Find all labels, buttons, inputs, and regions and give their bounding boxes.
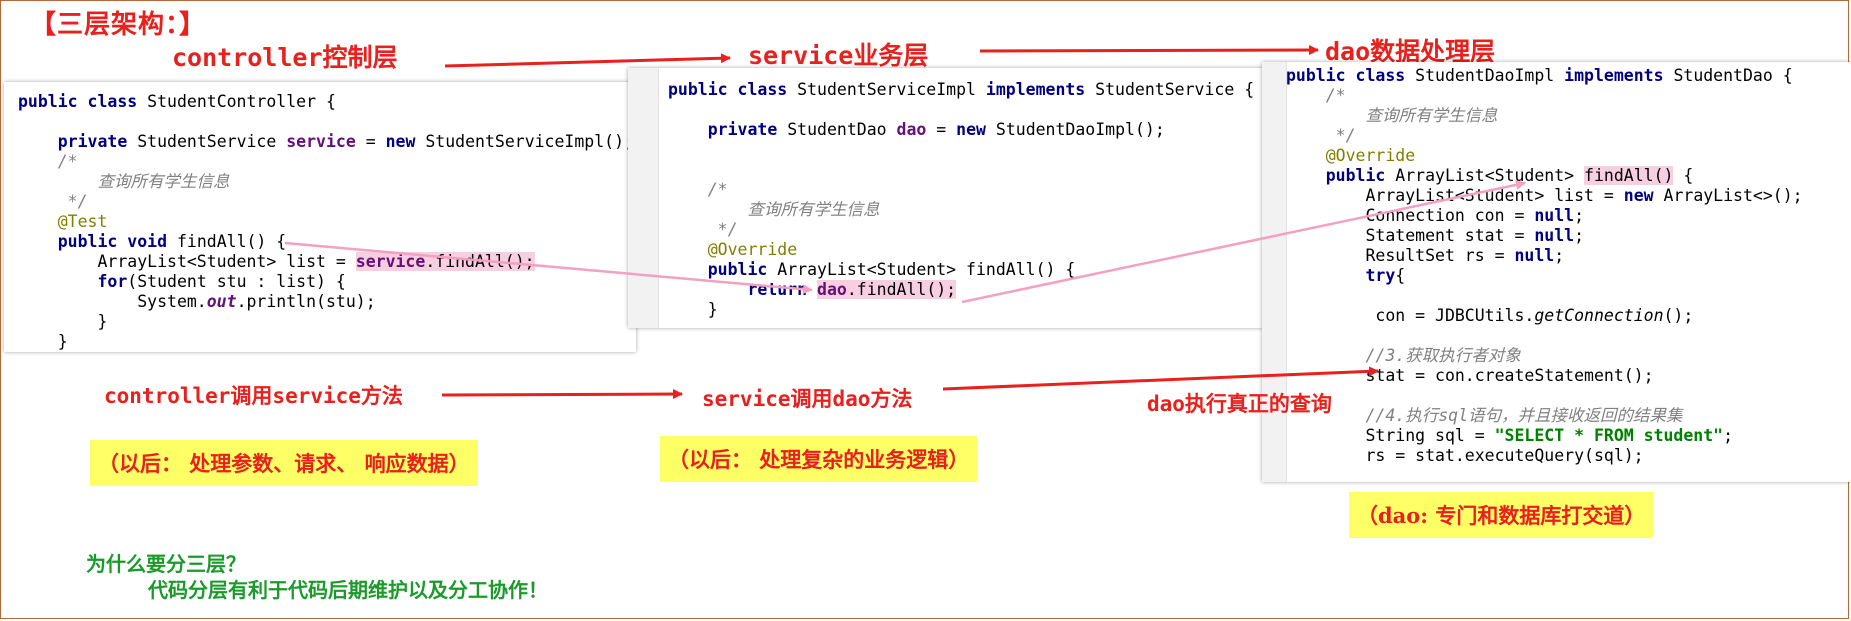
service-call-arrow <box>942 366 1379 391</box>
service-code-panel: public class StudentServiceImpl implemen… <box>628 68 1264 328</box>
code-line: public class StudentController { <box>18 92 336 111</box>
dao-query-label: dao执行真正的查询 <box>1147 392 1332 416</box>
service-to-dao-layer-arrow <box>979 45 1319 56</box>
editor-gutter <box>628 68 659 328</box>
dao-note: （dao: 专门和数据库打交道） <box>1349 492 1654 538</box>
service-call-label: service调用dao方法 <box>702 387 913 411</box>
diagram-title: 【三层架构：】 <box>30 10 207 40</box>
controller-call-label: controller调用service方法 <box>104 384 403 408</box>
service-layer-label: service业务层 <box>748 41 929 70</box>
controller-layer-label: controller控制层 <box>172 43 398 72</box>
controller-to-service-layer-arrow <box>444 53 731 68</box>
controller-code-panel: public class StudentController { private… <box>4 82 636 352</box>
dao-layer-label: dao数据处理层 <box>1325 37 1496 66</box>
why-question: 为什么要分三层？ <box>86 552 246 576</box>
dao-code: public class StudentDaoImpl implements S… <box>1286 66 1803 465</box>
findall-flow-arrow-1 <box>284 241 813 295</box>
controller-call-arrow <box>441 389 683 400</box>
why-answer: 代码分层有利于代码后期维护以及分工协作！ <box>148 578 548 602</box>
service-code: public class StudentServiceImpl implemen… <box>668 80 1255 319</box>
controller-note: （以后： 处理参数、请求、 响应数据） <box>90 440 478 486</box>
dao-code-panel: public class StudentDaoImpl implements S… <box>1262 62 1851 482</box>
findall-flow-arrow-2 <box>961 179 1526 304</box>
editor-gutter <box>1262 62 1287 482</box>
service-note: （以后： 处理复杂的业务逻辑） <box>660 436 978 482</box>
controller-code: public class StudentController { private… <box>18 92 634 351</box>
